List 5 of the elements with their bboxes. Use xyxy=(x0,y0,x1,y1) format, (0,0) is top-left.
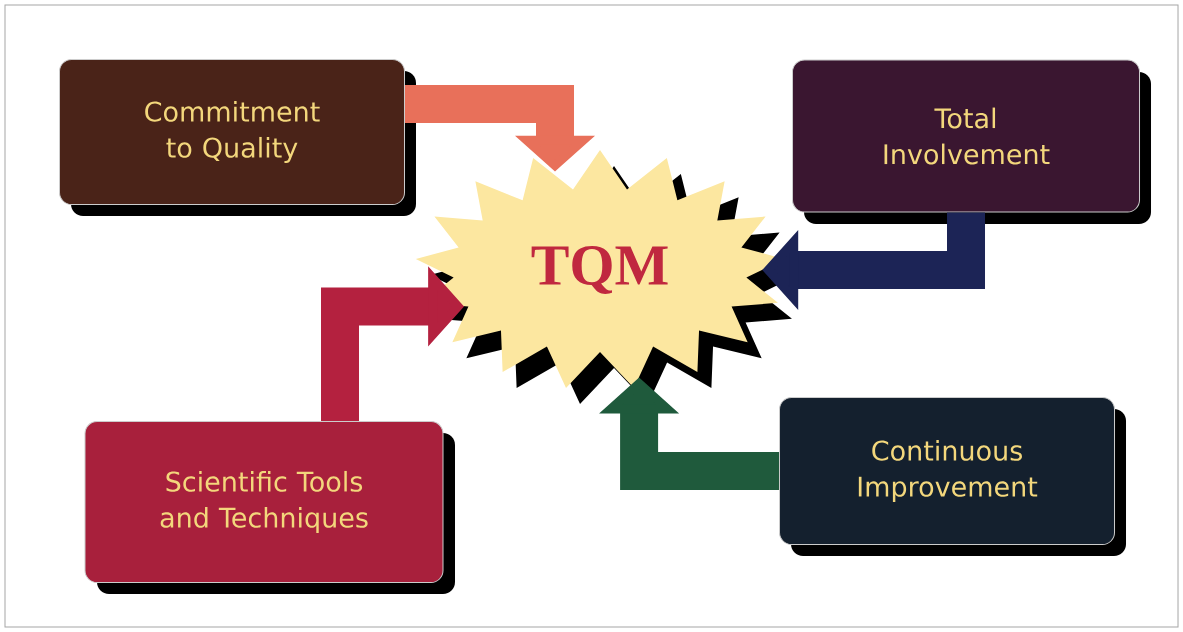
text-box: Scientific Tools and Techniques xyxy=(84,421,455,594)
text-box: Total Involvement xyxy=(792,59,1151,224)
starburst: TQM xyxy=(415,150,799,404)
text-box: Commitment to Quality xyxy=(59,59,416,216)
text-box: Continuous Improvement xyxy=(779,397,1126,556)
